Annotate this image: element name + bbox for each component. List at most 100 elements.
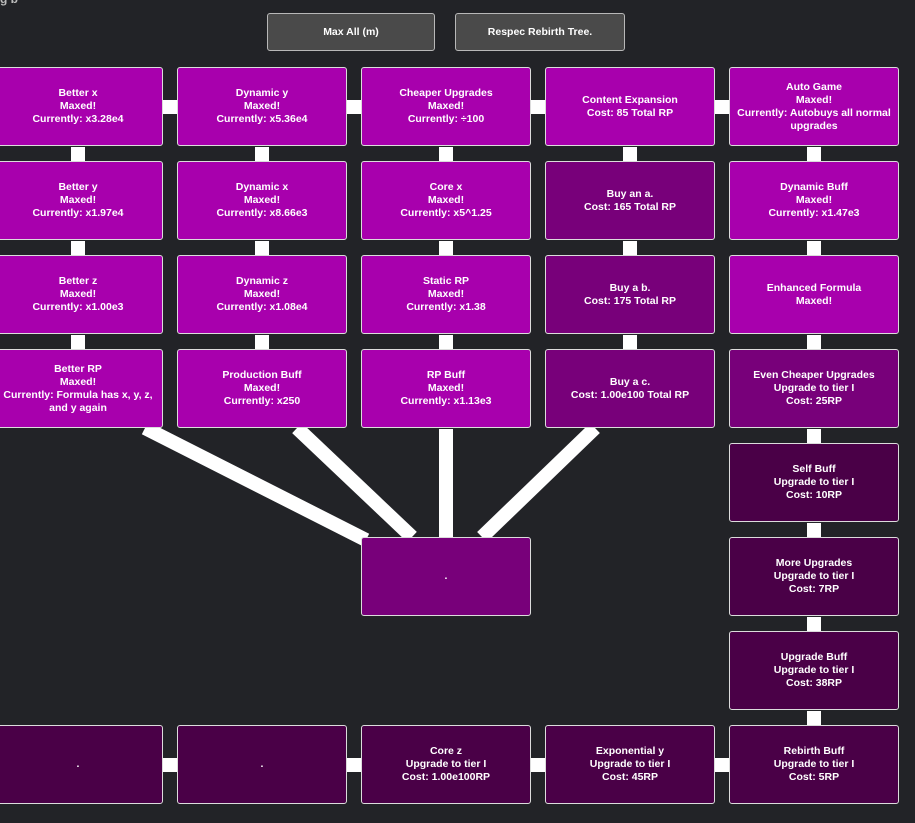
node-status: Maxed! [427,194,465,206]
node-detail: Currently: x5^1.25 [400,207,492,219]
node-buy-b[interactable]: Buy a b. Cost: 175 Total RP [545,255,715,334]
link [141,421,370,547]
node-status: Maxed! [427,382,465,394]
node-detail: Cost: 38RP [785,677,842,689]
node-better-y[interactable]: Better y Maxed! Currently: x1.97e4 [0,161,163,240]
node-rp-buff[interactable]: RP Buff Maxed! Currently: x1.13e3 [361,349,531,428]
node-detail: Currently: x1.13e3 [400,395,492,407]
node-detail: Currently: x3.28e4 [32,113,124,125]
node-status: Maxed! [59,194,97,206]
node-status: Maxed! [59,375,97,388]
node-title: Better z [58,275,98,287]
node-status: Maxed! [243,194,281,206]
node-detail: Currently: x8.66e3 [216,207,308,219]
node-buy-a[interactable]: Buy an a. Cost: 165 Total RP [545,161,715,240]
node-dynamic-buff[interactable]: Dynamic Buff Maxed! Currently: x1.47e3 [729,161,899,240]
node-static-rp[interactable]: Static RP Maxed! Currently: x1.38 [361,255,531,334]
node-title: Buy a c. [609,375,651,388]
node-title: Buy an a. [606,187,654,200]
node-status: Maxed! [427,100,465,112]
node-status: Cost: 165 Total RP [584,200,676,213]
node-status: Maxed! [795,93,833,106]
node-status: Upgrade to tier I [773,570,855,582]
node-title: Enhanced Formula [766,281,862,294]
node-title: Rebirth Buff [783,745,845,757]
node-status: Upgrade to tier I [773,476,855,488]
node-buy-c[interactable]: Buy a c. Cost: 1.00e100 Total RP [545,349,715,428]
node-more-upgrades[interactable]: More Upgrades Upgrade to tier I Cost: 7R… [729,537,899,616]
node-self-buff[interactable]: Self Buff Upgrade to tier I Cost: 10RP [729,443,899,522]
node-title: Better x [58,87,98,99]
node-title: Static RP [422,275,470,287]
max-all-button[interactable]: Max All (m) [267,13,435,51]
node-title: . [260,758,264,770]
node-detail: Cost: 7RP [788,583,840,595]
node-status: Maxed! [243,100,281,112]
node-title: Core x [429,181,463,193]
node-status: Maxed! [59,288,97,300]
node-better-z[interactable]: Better z Maxed! Currently: x1.00e3 [0,255,163,334]
node-hidden-bottom-2[interactable]: . [177,725,347,804]
link [477,422,600,543]
node-detail: Cost: 10RP [785,489,842,501]
node-status: Maxed! [243,382,281,394]
node-status: Upgrade to tier I [773,664,855,676]
node-title: More Upgrades [775,557,853,569]
node-dynamic-y[interactable]: Dynamic y Maxed! Currently: x5.36e4 [177,67,347,146]
node-status: Maxed! [59,100,97,112]
node-detail: Currently: x1.38 [406,301,486,313]
node-status: Maxed! [795,194,833,206]
node-title: Even Cheaper Upgrades [753,369,875,381]
node-title: . [444,570,448,582]
node-title: Content Expansion [582,93,678,106]
node-detail: Currently: x5.36e4 [216,113,308,125]
node-even-cheaper-upgrades[interactable]: Even Cheaper Upgrades Upgrade to tier I … [729,349,899,428]
node-status: Maxed! [243,288,281,300]
node-detail: Cost: 25RP [785,395,842,407]
node-dynamic-z[interactable]: Dynamic z Maxed! Currently: x1.08e4 [177,255,347,334]
node-upgrade-buff[interactable]: Upgrade Buff Upgrade to tier I Cost: 38R… [729,631,899,710]
node-detail: Currently: ÷100 [407,113,485,125]
node-detail: Currently: x250 [223,395,301,407]
node-status: Cost: 175 Total RP [584,294,676,307]
node-status: Upgrade to tier I [773,382,855,394]
node-status: Cost: 1.00e100 Total RP [570,388,690,401]
node-detail: Cost: 5RP [788,771,840,783]
node-status: Upgrade to tier I [405,758,487,770]
node-title: Exponential y [595,745,665,757]
node-status: Upgrade to tier I [589,758,671,770]
node-title: Dynamic x [235,181,289,193]
node-title: RP Buff [426,369,466,381]
node-core-z[interactable]: Core z Upgrade to tier I Cost: 1.00e100R… [361,725,531,804]
node-core-x[interactable]: Core x Maxed! Currently: x5^1.25 [361,161,531,240]
node-title: Core z [429,745,463,757]
node-title: Production Buff [222,369,302,381]
node-better-x[interactable]: Better x Maxed! Currently: x3.28e4 [0,67,163,146]
node-content-expansion[interactable]: Content Expansion Cost: 85 Total RP [545,67,715,146]
node-detail: Currently: x1.08e4 [216,301,308,313]
node-better-rp[interactable]: Better RP Maxed! Currently: Formula has … [0,349,163,428]
corner-text: g b [0,0,18,6]
node-dynamic-x[interactable]: Dynamic x Maxed! Currently: x8.66e3 [177,161,347,240]
node-title: Upgrade Buff [780,651,848,663]
node-cheaper-upgrades[interactable]: Cheaper Upgrades Maxed! Currently: ÷100 [361,67,531,146]
node-status: Cost: 85 Total RP [586,106,674,119]
node-hidden-center[interactable]: . [361,537,531,616]
node-title: Better y [58,181,98,193]
node-detail: Currently: x1.97e4 [32,207,124,219]
node-rebirth-buff[interactable]: Rebirth Buff Upgrade to tier I Cost: 5RP [729,725,899,804]
node-enhanced-formula[interactable]: Enhanced Formula Maxed! [729,255,899,334]
node-title: Dynamic Buff [780,181,848,193]
node-detail: Currently: Autobuys all normal upgrades [737,106,891,132]
node-exponential-y[interactable]: Exponential y Upgrade to tier I Cost: 45… [545,725,715,804]
node-title: Buy a b. [609,281,651,294]
node-status: Maxed! [795,294,833,307]
respec-button[interactable]: Respec Rebirth Tree. [455,13,625,51]
node-status: Upgrade to tier I [773,758,855,770]
node-production-buff[interactable]: Production Buff Maxed! Currently: x250 [177,349,347,428]
node-detail: Currently: Formula has x, y, z, and y ag… [3,388,153,414]
node-title: Self Buff [792,463,836,475]
node-hidden-bottom-1[interactable]: . [0,725,163,804]
node-auto-game[interactable]: Auto Game Maxed! Currently: Autobuys all… [729,67,899,146]
